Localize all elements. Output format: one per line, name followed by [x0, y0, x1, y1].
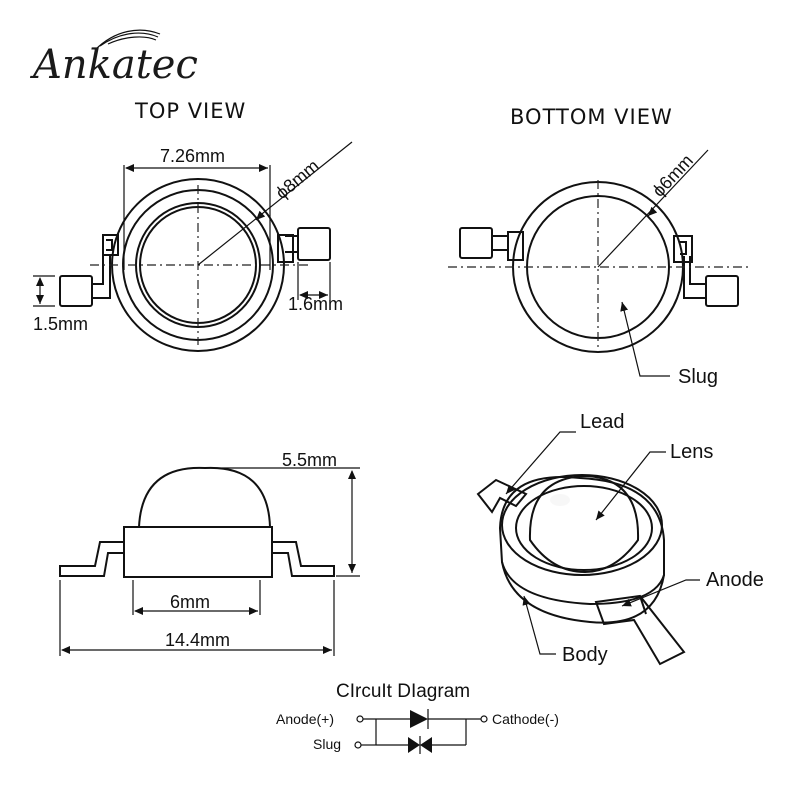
top-view-diameter-label: ϕ8mm	[272, 156, 323, 204]
top-view-lead-left	[59, 275, 93, 307]
perspective-anode-leader	[621, 579, 700, 607]
top-view-width-label: 7.26mm	[160, 146, 225, 166]
top-view-lead-height-label: 1.5mm	[33, 314, 88, 334]
perspective-anode-label: Anode	[706, 569, 764, 591]
circuit-title: CIrcuIt DIagram	[336, 681, 470, 702]
perspective-lead-left	[476, 478, 528, 514]
top-view-lead-mark-left	[106, 239, 113, 251]
circuit-cathode-label: Cathode(-)	[492, 711, 559, 727]
bottom-view-slug-leader	[620, 301, 670, 377]
perspective-lens	[528, 474, 640, 574]
bottom-view-title: BOTTOM VIEW	[510, 105, 673, 129]
circuit-diagram: CIrcuIt DIagram Anode(+) Slug Cathode(-)	[276, 681, 559, 754]
top-view: TOP VIEW 7.26mm ϕ8mm 1.5mm	[33, 99, 353, 352]
side-view-lens	[138, 466, 271, 528]
perspective-lens-label: Lens	[670, 441, 713, 463]
side-view-lead-left	[59, 541, 124, 577]
circuit-slug-label: Slug	[313, 736, 341, 752]
circuit-esd-diode-b	[420, 737, 432, 753]
circuit-cathode-terminal	[480, 715, 488, 723]
top-view-lead-notch-left	[102, 234, 119, 256]
side-view-total-width-label: 14.4mm	[165, 630, 230, 650]
perspective-rim	[501, 474, 663, 576]
bottom-view-lead-right	[705, 275, 739, 307]
bottom-view-slug-label: Slug	[678, 366, 718, 388]
perspective-lead-label: Lead	[580, 411, 625, 433]
perspective-body-leader	[522, 595, 556, 655]
side-view-lead-right	[272, 541, 335, 577]
bottom-view-diameter-label: ϕ6mm	[648, 150, 697, 200]
circuit-esd-diode-a	[408, 737, 420, 753]
top-view-lead-width-label: 1.6mm	[288, 294, 343, 314]
perspective-lead-right	[594, 594, 686, 666]
side-view-height-label: 5.5mm	[282, 450, 337, 470]
circuit-slug-terminal	[354, 741, 362, 749]
perspective-view: Lead Lens Anode Body	[476, 411, 764, 666]
top-view-lead-right	[297, 227, 331, 261]
side-view-body-width-label: 6mm	[170, 592, 210, 612]
brand-logo: Ankatec	[29, 29, 198, 88]
side-view: 5.5mm 6mm 14.4mm	[59, 450, 360, 656]
perspective-body-label: Body	[562, 644, 608, 666]
circuit-anode-label: Anode(+)	[276, 711, 334, 727]
brand-name: Ankatec	[29, 42, 198, 88]
top-view-diameter-leader	[197, 141, 353, 266]
bottom-view: BOTTOM VIEW ϕ6mm Slug	[448, 105, 752, 388]
bottom-view-lead-left	[459, 227, 493, 259]
perspective-lead-leader	[505, 431, 576, 495]
top-view-title: TOP VIEW	[134, 99, 246, 123]
side-view-body	[123, 526, 273, 578]
perspective-lens-leader	[595, 451, 666, 521]
perspective-body	[498, 476, 665, 624]
circuit-anode-terminal	[356, 715, 364, 723]
circuit-led-diode	[410, 710, 428, 728]
